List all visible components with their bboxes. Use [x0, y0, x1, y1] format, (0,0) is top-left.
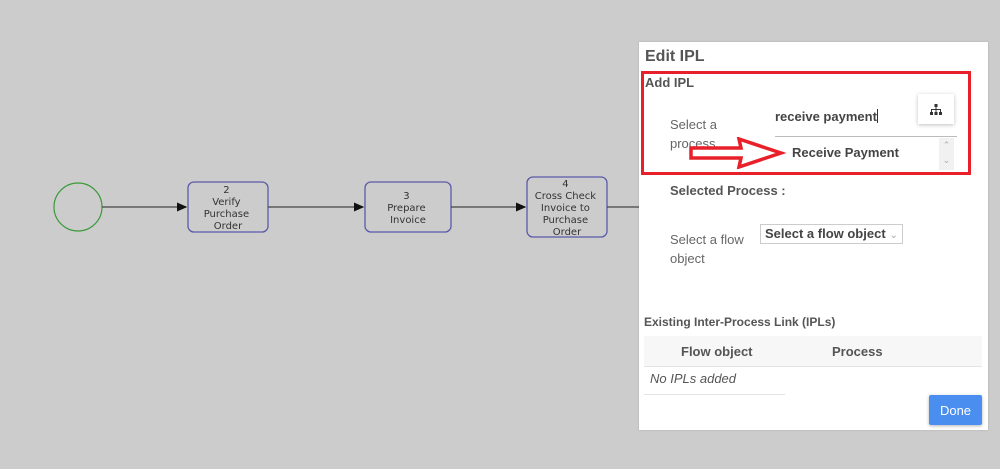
process-tree-button[interactable] — [918, 94, 954, 124]
text-caret — [876, 109, 878, 123]
column-flow-object: Flow object — [681, 344, 753, 359]
column-process: Process — [832, 344, 883, 359]
start-event[interactable] — [53, 182, 103, 232]
flow-object-select[interactable]: Select a flow object⌄ — [760, 224, 904, 244]
add-ipl-heading: Add IPL — [645, 75, 695, 90]
input-underline — [775, 136, 957, 137]
divider — [644, 394, 785, 395]
ipl-table-header: Flow object Process — [644, 336, 982, 367]
task-label: 2 Verify Purchase Order — [204, 185, 253, 232]
chevron-down-icon: ⌄ — [889, 230, 899, 241]
annotation-arrow-icon — [689, 137, 787, 169]
suggestion-item-receive-payment[interactable]: Receive Payment — [792, 145, 899, 160]
existing-ipls-heading: Existing Inter-Process Link (IPLs) — [644, 315, 836, 329]
hierarchy-icon — [930, 103, 942, 115]
selected-process-label: Selected Process : — [670, 183, 786, 198]
ipl-table-empty: No IPLs added — [650, 371, 737, 386]
scroll-down-icon[interactable]: ⌄ — [942, 155, 951, 165]
scroll-up-icon[interactable]: ⌃ — [942, 140, 951, 150]
edit-ipl-panel: Edit IPL Add IPL Select a process receiv… — [639, 42, 988, 430]
flow-object-select-value: Select a flow object — [765, 226, 886, 241]
suggestion-scrollbar[interactable]: ⌃ ⌄ — [939, 138, 954, 170]
highlight-box — [641, 71, 971, 175]
task-label: 4 Cross Check Invoice to Purchase Order — [535, 179, 600, 238]
process-search-value: receive payment — [775, 109, 877, 124]
select-flow-label: Select a flow object — [670, 232, 744, 266]
task-label: 3 Prepare Invoice — [387, 191, 429, 226]
process-search-input[interactable]: receive payment — [775, 109, 955, 124]
panel-title: Edit IPL — [645, 48, 705, 65]
done-button[interactable]: Done — [929, 395, 982, 425]
